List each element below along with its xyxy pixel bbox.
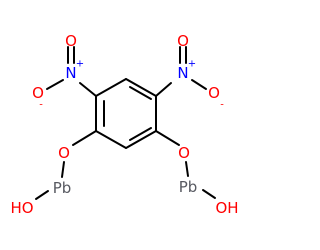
lead-left: Pb — [53, 179, 72, 197]
ring-bond-top-left — [95, 78, 127, 97]
nitro-group-right: N + O O - — [155, 32, 224, 111]
lead-right: Pb — [179, 178, 198, 196]
ring-bond-bottom-left — [95, 130, 127, 149]
ring-bond-top-right — [125, 78, 157, 97]
ring-bond-bottom-right — [125, 130, 157, 149]
bond-n-to-o-minus-right — [191, 79, 207, 90]
bond-o-to-pb-left — [61, 161, 65, 178]
bond-pb-to-oh-left — [35, 190, 49, 200]
hydroxyl-right: OH — [215, 199, 238, 217]
ring-double-bond-top — [129, 86, 152, 100]
nitrogen-right-charge: + — [188, 59, 196, 70]
oxygen-minus-left: O — [32, 84, 44, 102]
oxygen-minus-right: O — [208, 84, 220, 102]
oxygen-minus-right-charge: - — [220, 100, 224, 111]
bond-n-to-o-minus-left — [46, 79, 64, 90]
bond-ring-to-o-left — [72, 130, 97, 146]
nitrogen-right: N — [177, 64, 188, 82]
lead-hydroxy-left: O Pb HO — [10, 130, 97, 217]
lead-hydroxy-right: O Pb OH — [155, 130, 239, 217]
bond-ring-to-o-right — [155, 130, 180, 146]
bond-ring-to-n-left — [79, 82, 97, 97]
chemical-structure-diagram: N + O O - N + O O - O Pb HO O Pb OH — [10, 32, 239, 217]
ether-oxygen-right: O — [178, 144, 190, 162]
nitrogen-left: N — [65, 64, 76, 82]
nitro-group-left: N + O O - — [32, 32, 97, 111]
oxygen-top-right: O — [177, 32, 189, 50]
ring-double-bond-bottom — [129, 127, 152, 141]
bond-o-to-pb-right — [185, 161, 189, 177]
ether-oxygen-left: O — [58, 144, 70, 162]
bond-ring-to-n-right — [155, 82, 172, 97]
nitrogen-left-charge: + — [76, 59, 84, 70]
oxygen-top-left: O — [65, 32, 77, 50]
oxygen-minus-left-charge: - — [39, 100, 43, 111]
benzene-ring — [95, 78, 157, 149]
bond-pb-to-oh-right — [202, 189, 216, 199]
hydroxyl-left: HO — [10, 199, 33, 217]
